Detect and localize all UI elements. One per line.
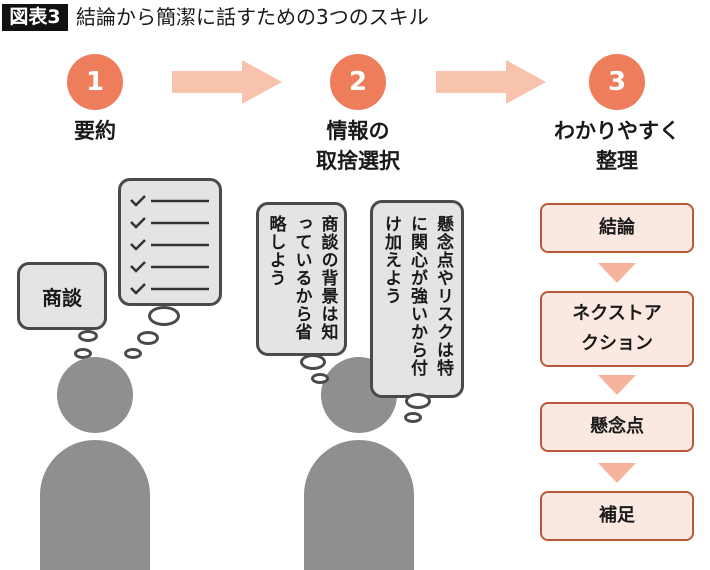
thought-bubble-omit: 商談の背景は知っているから省略しよう [256, 202, 347, 356]
thought-dot [405, 393, 431, 409]
flow-box-supplement: 補足 [540, 491, 694, 541]
arrow-right-icon [172, 60, 282, 104]
triangle-down-icon [598, 263, 636, 283]
flow-box-concerns: 懸念点 [540, 402, 694, 452]
checklist-bubble [118, 178, 222, 306]
thought-dot [148, 306, 180, 326]
flow-box-next-action: ネクストアクション [540, 291, 694, 367]
figure-tag: 図表3 [2, 4, 68, 31]
triangle-down-icon [598, 463, 636, 483]
thought-dot [124, 348, 142, 359]
thought-dot [74, 348, 92, 359]
triangle-down-icon [598, 375, 636, 395]
step-1-badge: 1 [67, 54, 123, 110]
step-1-label: 要約 [74, 119, 116, 143]
person-1-body [40, 440, 150, 570]
checklist-icon [130, 195, 209, 295]
thought-bubble-shodan: 商談 [17, 262, 107, 330]
thought-dot [311, 373, 329, 384]
person-1-head [57, 357, 133, 433]
thought-dot [404, 412, 422, 423]
step-3-label: わかりやすく整理 [554, 119, 680, 173]
thought-dot [78, 330, 98, 342]
arrow-right-icon [436, 60, 546, 104]
person-2-body [304, 440, 414, 570]
step-2-label: 情報の取捨選択 [316, 119, 400, 173]
flow-box-conclusion: 結論 [540, 203, 694, 253]
thought-dot [137, 331, 159, 345]
step-2-badge: 2 [330, 54, 386, 110]
thought-dot [300, 354, 326, 370]
figure-title: 結論から簡潔に話すための3つのスキル [76, 5, 429, 29]
thought-bubble-add: 懸念点やリスクは特に関心が強いから付け加えよう [370, 200, 464, 398]
step-3-badge: 3 [589, 54, 645, 110]
